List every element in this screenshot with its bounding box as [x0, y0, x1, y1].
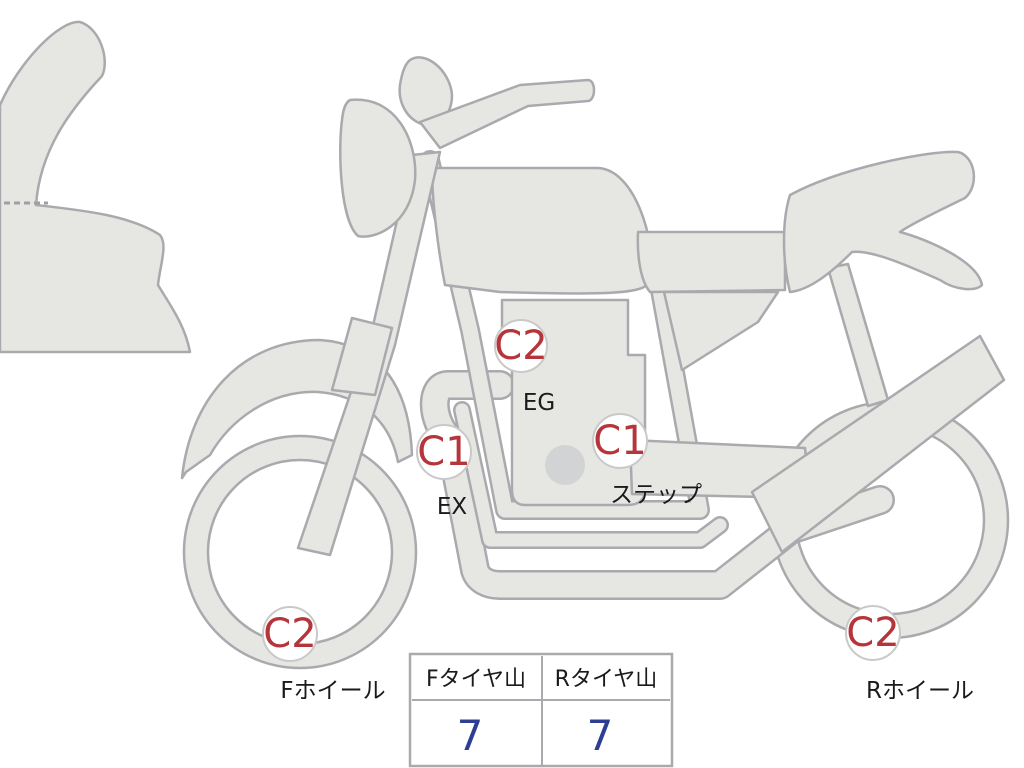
- rear-tire-value: 7: [587, 711, 614, 760]
- fuel-tank: [430, 166, 653, 295]
- marker-front-wheel-grade: C2: [263, 611, 316, 657]
- marker-ex: C1 EX: [416, 424, 472, 520]
- marker-rear-wheel: C2 Rホイール: [845, 605, 974, 704]
- marker-rear-wheel-label: Rホイール: [866, 678, 974, 704]
- handlebar: [418, 78, 596, 150]
- exhaust-pipe: [419, 370, 895, 600]
- marker-ex-label: EX: [437, 494, 468, 520]
- side-cover: [662, 290, 780, 372]
- muffler: [750, 334, 1006, 554]
- marker-step-grade: C1: [593, 418, 646, 464]
- marker-front-wheel-label: Fホイール: [280, 678, 385, 704]
- marker-eg-label: EG: [523, 390, 555, 416]
- tire-tread-table: Fタイヤ山 Rタイヤ山 7 7: [408, 652, 674, 768]
- marker-rear-wheel-grade: C2: [846, 610, 899, 656]
- fork-boot: [330, 316, 394, 397]
- marker-eg-grade: C2: [494, 323, 547, 369]
- tail-cowl: [782, 150, 984, 294]
- rear-tire-header: Rタイヤ山: [555, 667, 658, 692]
- seat: [636, 230, 787, 294]
- rear-frame: [826, 262, 890, 408]
- front-tire-header: Fタイヤ山: [426, 667, 526, 692]
- marker-eg: C2 EG: [494, 319, 555, 416]
- headlight: [339, 98, 417, 238]
- front-cowl: [0, 20, 192, 354]
- marker-ex-grade: C1: [417, 429, 470, 475]
- marker-step: C1 ステップ: [592, 413, 702, 508]
- marker-front-wheel: C2 Fホイール: [262, 606, 386, 704]
- lower-frame: [453, 401, 729, 549]
- front-tire-value: 7: [457, 711, 484, 760]
- marker-step-label: ステップ: [610, 482, 702, 508]
